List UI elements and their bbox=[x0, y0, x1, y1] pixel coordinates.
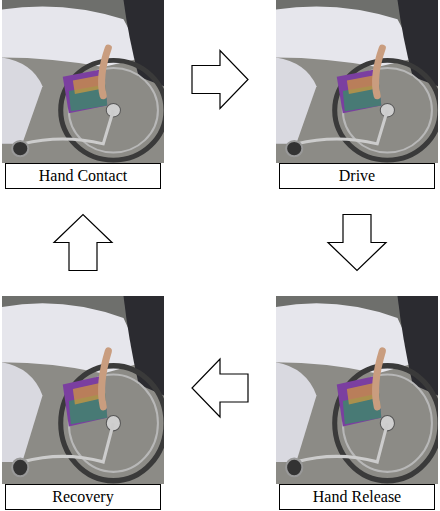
wheelchair-photo bbox=[2, 296, 166, 484]
phase-panel: Recovery bbox=[2, 296, 164, 510]
phase-panel: Drive bbox=[276, 0, 438, 189]
hollow-arrow bbox=[192, 51, 248, 109]
phase-label: Hand Contact bbox=[5, 163, 161, 189]
hollow-arrow bbox=[192, 359, 248, 417]
phase-panel: Hand Release bbox=[276, 296, 438, 510]
wheelchair-photo bbox=[276, 296, 440, 484]
phase-label: Hand Release bbox=[279, 484, 435, 510]
wheelchair-photo bbox=[2, 0, 166, 163]
phase-label: Drive bbox=[279, 163, 435, 189]
hollow-arrow bbox=[328, 215, 386, 271]
wheelchair-photo bbox=[276, 0, 440, 163]
hollow-arrow bbox=[54, 215, 112, 271]
phase-panel: Hand Contact bbox=[2, 0, 164, 189]
phase-label: Recovery bbox=[5, 484, 161, 510]
